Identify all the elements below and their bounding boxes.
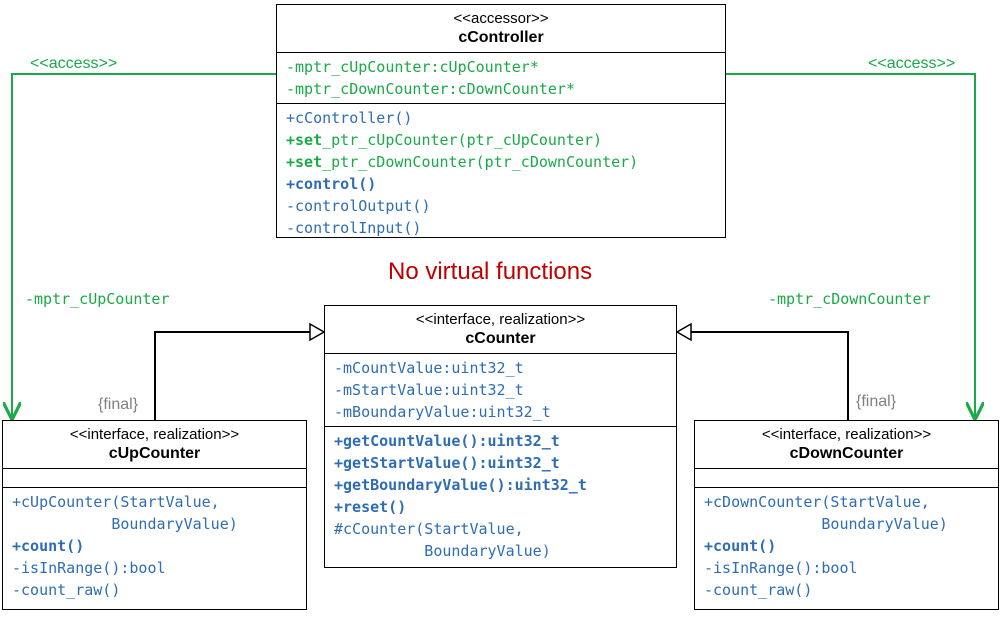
stereotype: <<interface, realization>> [415,311,586,328]
operation: -count_raw() [12,581,121,599]
attributes-section [695,469,998,488]
attribute: -mptr_cDownCounter:cDownCounter* [286,80,575,98]
operation: -isInRange():bool [12,559,166,577]
class-controller: <<accessor>> cController -mptr_cUpCounte… [276,4,726,238]
generalization-arrowhead-left [309,322,326,342]
class-name: cDownCounter [789,445,904,462]
operation: +count() [704,537,777,555]
operation: +count() [12,537,85,555]
class-name: cCounter [465,330,536,347]
operation: +cUpCounter(StartValue, [12,493,220,511]
operation: +set_ptr_cUpCounter(ptr_cUpCounter) [286,129,725,151]
attributes-section [3,469,306,488]
attribute: -mptr_cUpCounter:cUpCounter* [286,58,539,76]
operation: +getBoundaryValue():uint32_t [334,476,587,494]
access-line-right [725,73,975,418]
operation-keyword: +set [286,153,323,171]
attribute: -mBoundaryValue:uint32_t [334,403,551,421]
generalization-line-left [154,331,310,420]
operation-rest: _ptr_cUpCounter(ptr_cUpCounter) [322,131,603,149]
role-label-left: -mptr_cUpCounter [25,290,170,308]
class-header: <<accessor>> cController [277,5,725,53]
final-label-left: {final} [98,396,139,413]
operation: +cController() [286,109,413,127]
class-name: cController [458,29,544,46]
class-name: cUpCounter [108,445,201,462]
attributes-section: -mptr_cUpCounter:cUpCounter* -mptr_cDown… [277,53,725,104]
final-label-right: {final} [856,393,897,410]
operation-continuation: BoundaryValue) [334,542,551,560]
operation: -controlOutput() [286,197,431,215]
operation-rest: _ptr_cDownCounter(ptr_cDownCounter) [322,153,639,171]
operation: #cCounter(StartValue, [334,520,524,538]
stereotype: <<accessor>> [453,10,549,27]
operations-section: +getCountValue():uint32_t +getStartValue… [325,427,676,565]
class-header: <<interface, realization>> cCounter [325,306,676,354]
operation: +cDownCounter(StartValue, [704,493,930,511]
attribute: -mStartValue:uint32_t [334,381,524,399]
operations-section: +cUpCounter(StartValue, BoundaryValue) +… [3,488,306,604]
attributes-section: -mCountValue:uint32_t -mStartValue:uint3… [325,354,676,427]
role-label-right: -mptr_cDownCounter [768,290,931,308]
operations-section: +cDownCounter(StartValue, BoundaryValue)… [695,488,998,604]
class-counter: <<interface, realization>> cCounter -mCo… [324,305,677,568]
operation-keyword: +set [286,131,323,149]
operation: -controlInput() [286,219,422,237]
class-down-counter: <<interface, realization>> cDownCounter … [694,420,999,610]
stereotype: <<interface, realization>> [761,426,932,443]
class-header: <<interface, realization>> cUpCounter [3,421,306,469]
stereotype: <<interface, realization>> [69,426,240,443]
operation: -count_raw() [704,581,813,599]
operation: +set_ptr_cDownCounter(ptr_cDownCounter) [286,151,725,173]
operation: +control() [286,175,377,193]
operation: -isInRange():bool [704,559,858,577]
note-text: No virtual functions [388,258,593,285]
access-label-right: <<access>> [868,55,956,72]
attribute: -mCountValue:uint32_t [334,359,524,377]
operation: +getStartValue():uint32_t [334,454,560,472]
operation-continuation: BoundaryValue) [704,515,948,533]
class-up-counter: <<interface, realization>> cUpCounter +c… [2,420,307,610]
operation: +getCountValue():uint32_t [334,432,560,450]
access-line-left [12,73,276,418]
generalization-arrowhead-right [675,322,692,342]
operations-section: +cController() +set_ptr_cUpCounter(ptr_c… [277,104,725,242]
operation: +reset() [334,498,407,516]
class-header: <<interface, realization>> cDownCounter [695,421,998,469]
operation-continuation: BoundaryValue) [12,515,238,533]
access-label-left: <<access>> [30,55,118,72]
generalization-line-right [691,331,849,420]
